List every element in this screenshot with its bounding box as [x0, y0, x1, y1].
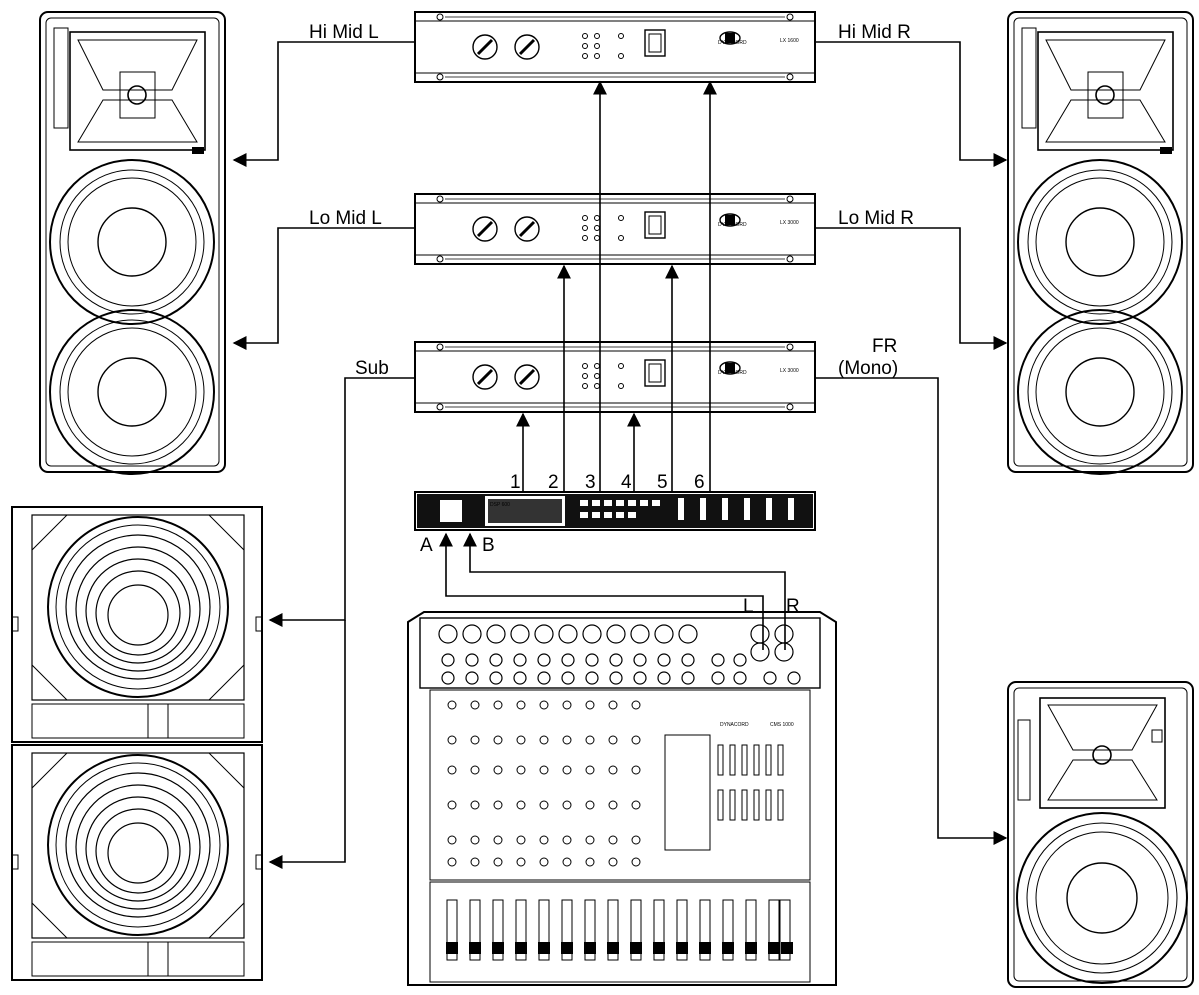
amplifier-hi-mid: DYNACORD LX 1600 — [413, 10, 817, 84]
wire-sub-upper — [268, 377, 415, 627]
amplifier-sub-fr: DYNACORD LX 3000 — [413, 340, 817, 414]
label-hi-mid-r: Hi Mid R — [838, 22, 911, 43]
left-top-speaker — [39, 11, 226, 475]
dsp-processor: DSP 600 — [414, 491, 816, 531]
wire-lo-mid-r — [815, 227, 1008, 350]
label-input-b: B — [482, 535, 495, 556]
label-mixer-l: L — [743, 596, 754, 617]
wire-fr-mono — [815, 377, 1008, 845]
wire-mixer-l-to-a — [439, 532, 764, 650]
amplifier-lo-mid: DYNACORD LX 3000 — [413, 192, 817, 266]
label-lo-mid-r: Lo Mid R — [838, 208, 914, 229]
sub-speaker-upper — [11, 506, 263, 743]
label-mixer-r: R — [786, 596, 800, 617]
label-output-3: 3 — [585, 472, 596, 493]
label-input-a: A — [420, 535, 433, 556]
label-output-5: 5 — [657, 472, 668, 493]
mixing-console: DYNACORD CMS 1000 — [407, 611, 837, 986]
label-output-2: 2 — [548, 472, 559, 493]
svg-text:DSP 600: DSP 600 — [490, 502, 510, 508]
fr-mono-speaker — [1007, 681, 1194, 988]
label-output-4: 4 — [621, 472, 632, 493]
label-output-1: 1 — [510, 472, 521, 493]
label-fr-mono: (Mono) — [838, 358, 898, 379]
sub-speaker-lower — [11, 744, 263, 981]
wire-hi-mid-r — [815, 41, 1008, 167]
svg-text:DYNACORD: DYNACORD — [718, 40, 747, 46]
svg-text:CMS 1000: CMS 1000 — [770, 722, 794, 728]
svg-text:LX 3000: LX 3000 — [780, 220, 799, 226]
svg-text:DYNACORD: DYNACORD — [718, 222, 747, 228]
svg-text:DYNACORD: DYNACORD — [720, 722, 749, 728]
wire-hi-mid-l — [232, 41, 415, 167]
label-fr: FR — [872, 336, 897, 357]
svg-text:LX 3000: LX 3000 — [780, 368, 799, 374]
label-lo-mid-l: Lo Mid L — [309, 208, 382, 229]
svg-text:LX 1600: LX 1600 — [780, 38, 799, 44]
signal-wires — [232, 41, 1008, 869]
label-output-6: 6 — [694, 472, 705, 493]
svg-text:DYNACORD: DYNACORD — [718, 370, 747, 376]
label-sub: Sub — [355, 358, 389, 379]
wire-lo-mid-l — [232, 227, 415, 350]
wire-sub-lower — [268, 620, 346, 869]
label-hi-mid-l: Hi Mid L — [309, 22, 379, 43]
right-top-speaker — [1007, 11, 1194, 475]
wire-mixer-r-to-b — [463, 532, 786, 650]
